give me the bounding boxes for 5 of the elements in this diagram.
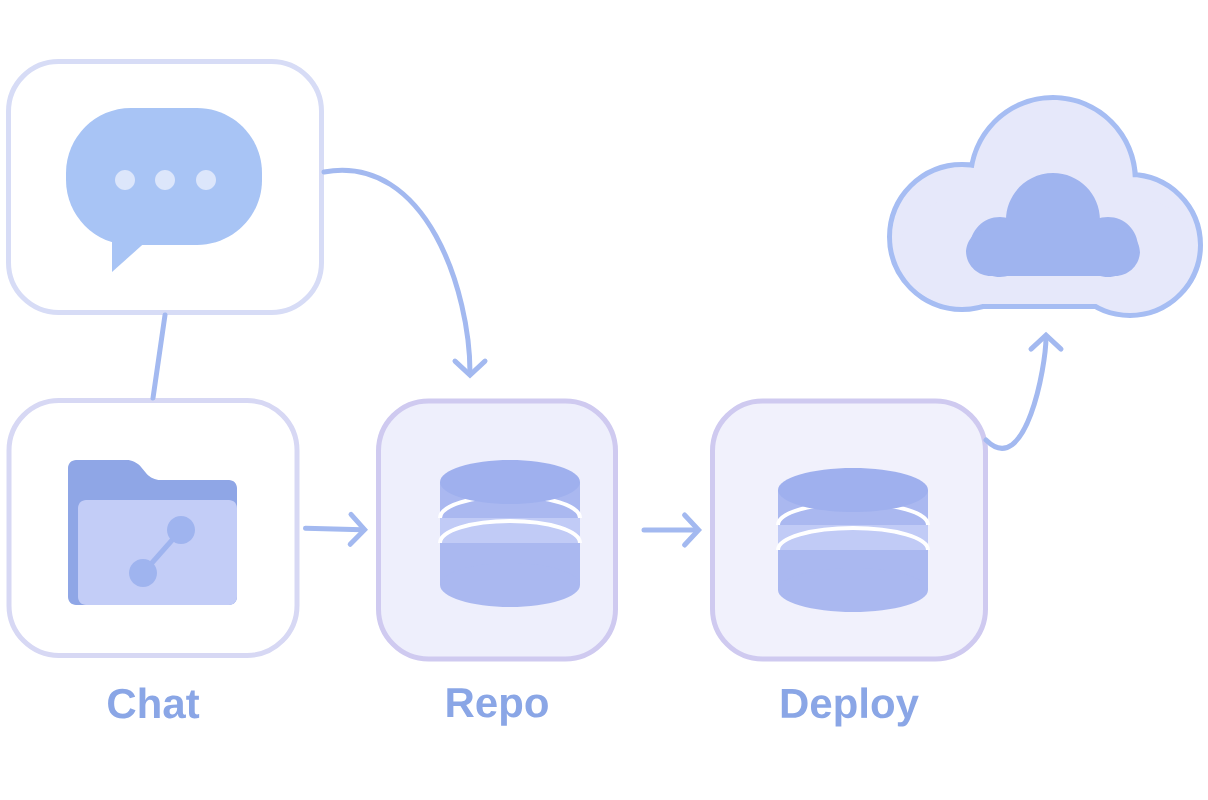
arrow	[321, 168, 488, 379]
box-label: Chat	[108, 687, 200, 719]
box-label: Repo	[447, 688, 548, 726]
box-label: Deploy	[781, 687, 919, 727]
cloud-drawing	[887, 95, 1203, 318]
